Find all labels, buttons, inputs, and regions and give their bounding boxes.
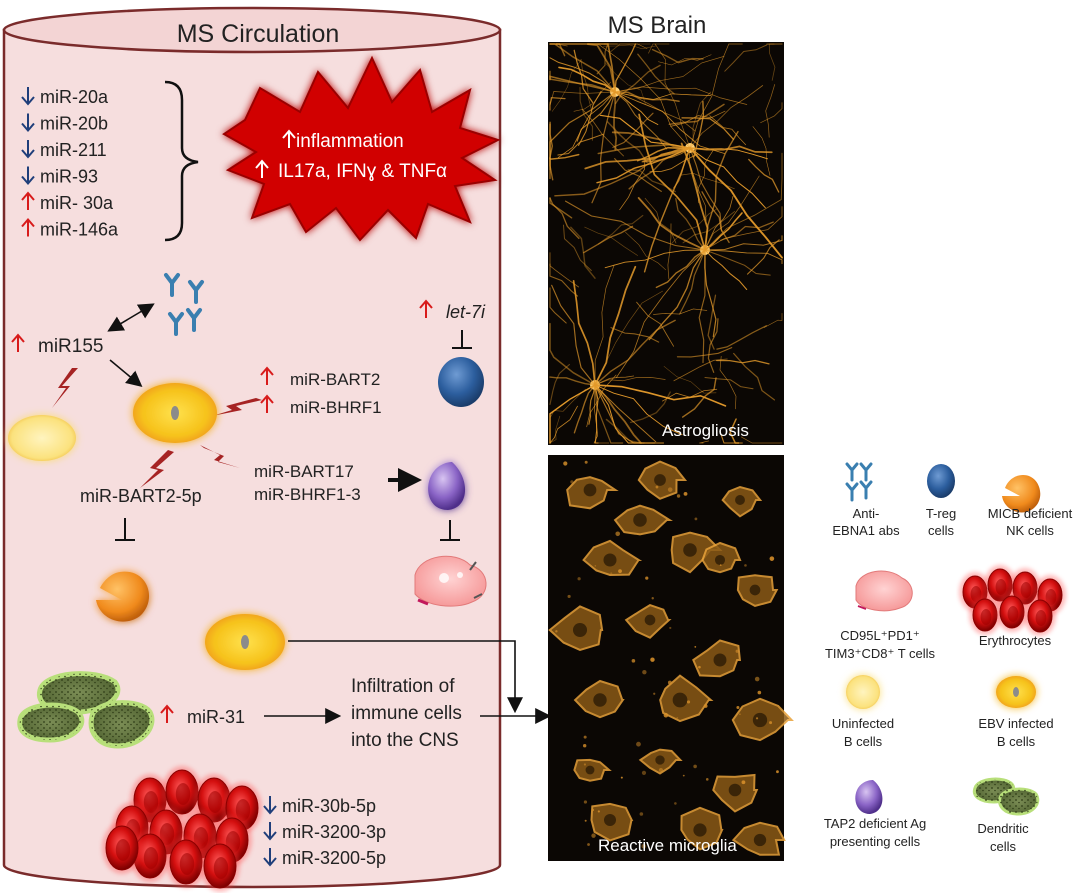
legend-label: Dendritic bbox=[977, 821, 1029, 836]
mirna-label: miR-3200-5p bbox=[282, 848, 386, 868]
astrogliosis-panel bbox=[548, 42, 784, 445]
circulation-title: MS Circulation bbox=[177, 20, 340, 48]
legend-label: cells bbox=[928, 523, 955, 538]
brain-title: MS Brain bbox=[608, 12, 707, 39]
mirna-label: miR-3200-3p bbox=[282, 822, 386, 842]
microglia-label: Reactive microglia bbox=[598, 836, 737, 855]
legend-cd8-icon bbox=[855, 570, 913, 612]
arrow-up-icon bbox=[419, 299, 433, 318]
microglia-panel bbox=[548, 455, 794, 861]
legend-label: B cells bbox=[997, 734, 1036, 749]
arrow-down-icon bbox=[21, 140, 35, 159]
legend-label: TAP2 deficient Ag bbox=[824, 816, 926, 831]
cytokines-label: IL17a, IFNɣ & TNFα bbox=[278, 161, 447, 182]
legend-dendritic-icon bbox=[972, 777, 1040, 816]
bhrf1-label: miR-BHRF1 bbox=[290, 398, 382, 417]
arrow-up-icon bbox=[160, 704, 174, 723]
erythrocyte-cluster bbox=[102, 766, 262, 892]
grouping-brace bbox=[164, 80, 199, 242]
infiltration-line: into the CNS bbox=[351, 730, 459, 751]
arrow-up-icon bbox=[260, 394, 274, 413]
uninfected-b-cell bbox=[8, 415, 76, 461]
arrow-up-icon bbox=[21, 191, 35, 210]
let7i-label: let-7i bbox=[446, 302, 486, 322]
arrow-ebv-to-cns bbox=[288, 640, 523, 714]
arrow-up-icon bbox=[282, 129, 296, 148]
legend-label: presenting cells bbox=[830, 834, 921, 849]
inhibition-tap2-cd8 bbox=[440, 520, 460, 541]
mirna-label: miR-20b bbox=[40, 114, 108, 134]
legend-erythrocyte-icon bbox=[959, 565, 1066, 636]
treg-cell bbox=[438, 357, 484, 407]
ebv-infected-b-cell bbox=[133, 383, 217, 443]
arrow-down-icon bbox=[263, 822, 277, 841]
arrow-down-icon bbox=[263, 848, 277, 867]
legend-ebv-b-icon bbox=[996, 676, 1036, 708]
legend-label: TIM3⁺CD8⁺ T cells bbox=[825, 646, 936, 661]
arrow-up-icon bbox=[21, 217, 35, 237]
bart17-label: miR-BART17 bbox=[254, 462, 354, 481]
astrogliosis-label: Astrogliosis bbox=[662, 421, 749, 440]
legend-label: MICB deficient bbox=[988, 506, 1073, 521]
infiltration-line: immune cells bbox=[351, 703, 462, 724]
legend: Anti- EBNA1 abs T-reg cells MICB deficie… bbox=[824, 462, 1073, 854]
erythrocyte-mirna-list: miR-30b-5p miR-3200-3p miR-3200-5p bbox=[263, 796, 386, 868]
arrow-down-icon bbox=[263, 796, 277, 815]
mirna-label: miR-211 bbox=[40, 140, 107, 160]
legend-label: NK cells bbox=[1006, 523, 1054, 538]
legend-label: EBV infected bbox=[978, 716, 1053, 731]
legend-label: EBNA1 abs bbox=[832, 523, 900, 538]
legend-label: Uninfected bbox=[832, 716, 894, 731]
mir31-label: miR-31 bbox=[187, 707, 245, 727]
inhibition-bart2-5p-nk bbox=[115, 518, 135, 541]
legend-micb-nk-icon bbox=[1002, 475, 1041, 513]
mirna-label: miR-30b-5p bbox=[282, 796, 376, 816]
tap2-deficient-cell bbox=[428, 462, 466, 510]
legend-treg-icon bbox=[927, 464, 955, 498]
dendritic-cells bbox=[17, 671, 155, 749]
bart2-5p-label: miR-BART2-5p bbox=[80, 486, 202, 506]
legend-label: cells bbox=[990, 839, 1017, 854]
legend-label: B cells bbox=[844, 734, 883, 749]
mirna-label: miR- 30a bbox=[40, 193, 114, 213]
legend-label: CD95L⁺PD1⁺ bbox=[840, 628, 919, 643]
lightning-icons bbox=[52, 368, 262, 488]
inflammation-label: inflammation bbox=[296, 131, 404, 152]
micb-deficient-nk-cell bbox=[96, 571, 150, 622]
legend-label: Anti- bbox=[853, 506, 880, 521]
mirna-list: miR-20a miR-20b miR-211 miR-93 miR- 30a miR-1… bbox=[21, 87, 119, 240]
mirna-label: miR-93 bbox=[40, 167, 98, 187]
legend-antibody-icon bbox=[845, 462, 873, 502]
circulation-cylinder bbox=[2, 6, 502, 889]
mirna-label: miR-20a bbox=[40, 87, 109, 107]
bart2-label: miR-BART2 bbox=[290, 370, 380, 389]
arrow-down-icon bbox=[21, 113, 35, 133]
arrow-up-icon bbox=[11, 333, 25, 352]
mirna-label: miR-146a bbox=[40, 220, 119, 240]
arrow-up-icon bbox=[260, 366, 274, 385]
legend-uninfected-b-icon bbox=[846, 675, 880, 709]
arrow-down-icon bbox=[21, 87, 35, 106]
cd8-t-cell bbox=[414, 555, 487, 607]
arrow-mir155-antibodies bbox=[107, 303, 155, 332]
arrow-mir155-ebv bbox=[109, 359, 143, 388]
antibody-icon bbox=[164, 273, 204, 336]
infiltration-text: Infiltration of immune cells into the CN… bbox=[351, 676, 462, 751]
mir155-label: miR155 bbox=[38, 336, 103, 357]
legend-tap2-icon bbox=[855, 780, 883, 814]
arrow-down-icon bbox=[21, 166, 35, 186]
infiltration-line: Infiltration of bbox=[351, 676, 455, 697]
inflammation-text: inflammation IL17a, IFNɣ & TNFα bbox=[255, 129, 447, 182]
arrow-up-icon bbox=[255, 159, 269, 178]
legend-label: T-reg bbox=[926, 506, 956, 521]
inflammation-burst bbox=[222, 55, 501, 242]
legend-label: Erythrocytes bbox=[979, 633, 1052, 648]
inhibition-let7i-treg bbox=[452, 330, 472, 349]
ebv-infected-b-cell-lower bbox=[205, 614, 285, 670]
bhrf1-3-label: miR-BHRF1-3 bbox=[254, 485, 361, 504]
